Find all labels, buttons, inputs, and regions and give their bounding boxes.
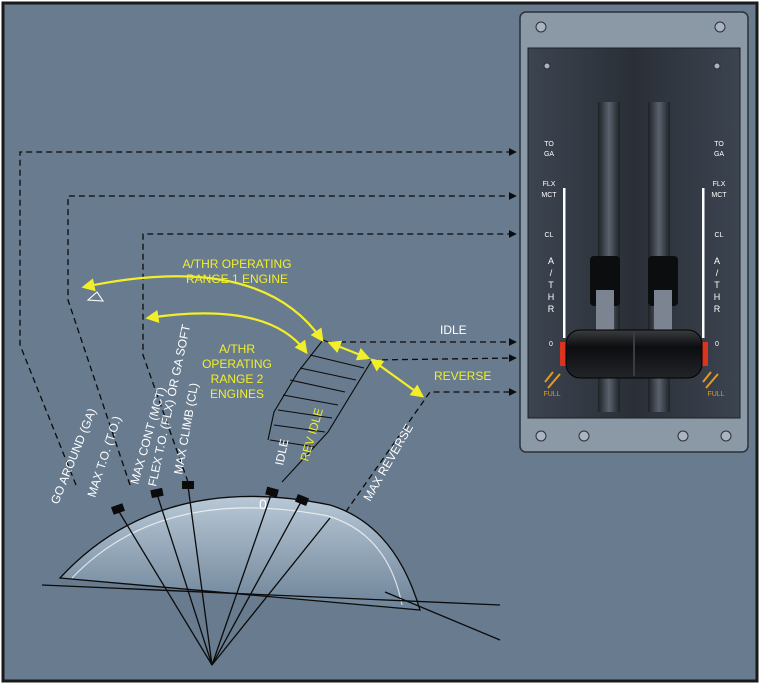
panel-athr-right-a: A (714, 256, 720, 266)
panel-athr-right-r: R (714, 304, 721, 314)
detent-climb (182, 481, 194, 489)
panel-athr-left-slash: / (550, 268, 553, 278)
range-2-title-line1: A/THR (219, 342, 255, 356)
reverse-hatch-zone (267, 339, 373, 483)
label-zero: 0 (259, 496, 267, 512)
flex-guide (67, 192, 517, 486)
range-2-engines-arc (145, 309, 308, 355)
panel-full-right: FULL (707, 391, 724, 398)
triangle-warning-icon (86, 291, 105, 302)
red-detent-left (560, 342, 568, 366)
athr-range-arcs (81, 275, 425, 398)
thrust-lever-right[interactable] (648, 256, 678, 332)
panel-toga-left-1: TO (544, 141, 554, 148)
panel-athr-left-a: A (548, 256, 554, 266)
detent-idle (265, 486, 279, 498)
panel-toga-left-2: GA (544, 151, 554, 158)
range-2-title-line4: ENGINES (210, 387, 264, 401)
detent-rev-idle (294, 494, 310, 506)
panel-flx-right-1: FLX (713, 181, 726, 188)
range-1-title-line2: RANGE 1 ENGINE (186, 272, 288, 286)
panel-flx-left-2: MCT (541, 192, 557, 199)
reverse-arc (369, 358, 425, 398)
red-detent-right (700, 342, 708, 366)
reverse-guide (339, 388, 517, 521)
panel-athr-right-h: H (714, 292, 721, 302)
quadrant-dome (41, 495, 501, 641)
detent-toga (110, 503, 126, 515)
range-1-title-line1: A/THR OPERATING (182, 257, 291, 271)
panel-zero-left: 0 (549, 341, 553, 348)
panel-athr-left-h: H (548, 292, 555, 302)
thrust-lever-left[interactable] (590, 256, 620, 332)
panel-zero-right: 0 (715, 341, 719, 348)
range-2-title-line2: OPERATING (202, 357, 272, 371)
panel-full-left: FULL (543, 391, 560, 398)
panel-athr-right-slash: / (716, 268, 719, 278)
callout-idle: IDLE (440, 323, 467, 337)
lever-fan-lines (117, 485, 331, 666)
label-idle-detent: IDLE (272, 438, 291, 467)
panel-flx-right-2: MCT (711, 192, 727, 199)
panel-toga-right-1: TO (714, 141, 724, 148)
panel-flx-left-1: FLX (543, 181, 556, 188)
idle-reverse-arc (327, 340, 371, 361)
panel-labels: TO GA TO GA FLX MCT FLX MCT CL CL A / T … (541, 141, 727, 398)
detent-flex (150, 487, 164, 499)
range-2-title-line3: RANGE 2 (211, 372, 264, 386)
detent-markers (110, 481, 310, 515)
thrust-lever-panel (519, 11, 749, 453)
panel-athr-left-r: R (548, 304, 555, 314)
toga-guide (19, 148, 517, 486)
callout-reverse: REVERSE (434, 369, 491, 383)
panel-toga-right-2: GA (714, 151, 724, 158)
panel-cl-left: CL (545, 232, 554, 239)
panel-athr-left-t: T (548, 280, 554, 290)
slotted-screw-icon (535, 21, 732, 442)
panel-athr-right-t: T (714, 280, 720, 290)
range-titles: A/THR OPERATING RANGE 1 ENGINE A/THR OPE… (182, 257, 291, 401)
panel-cl-right: CL (715, 232, 724, 239)
